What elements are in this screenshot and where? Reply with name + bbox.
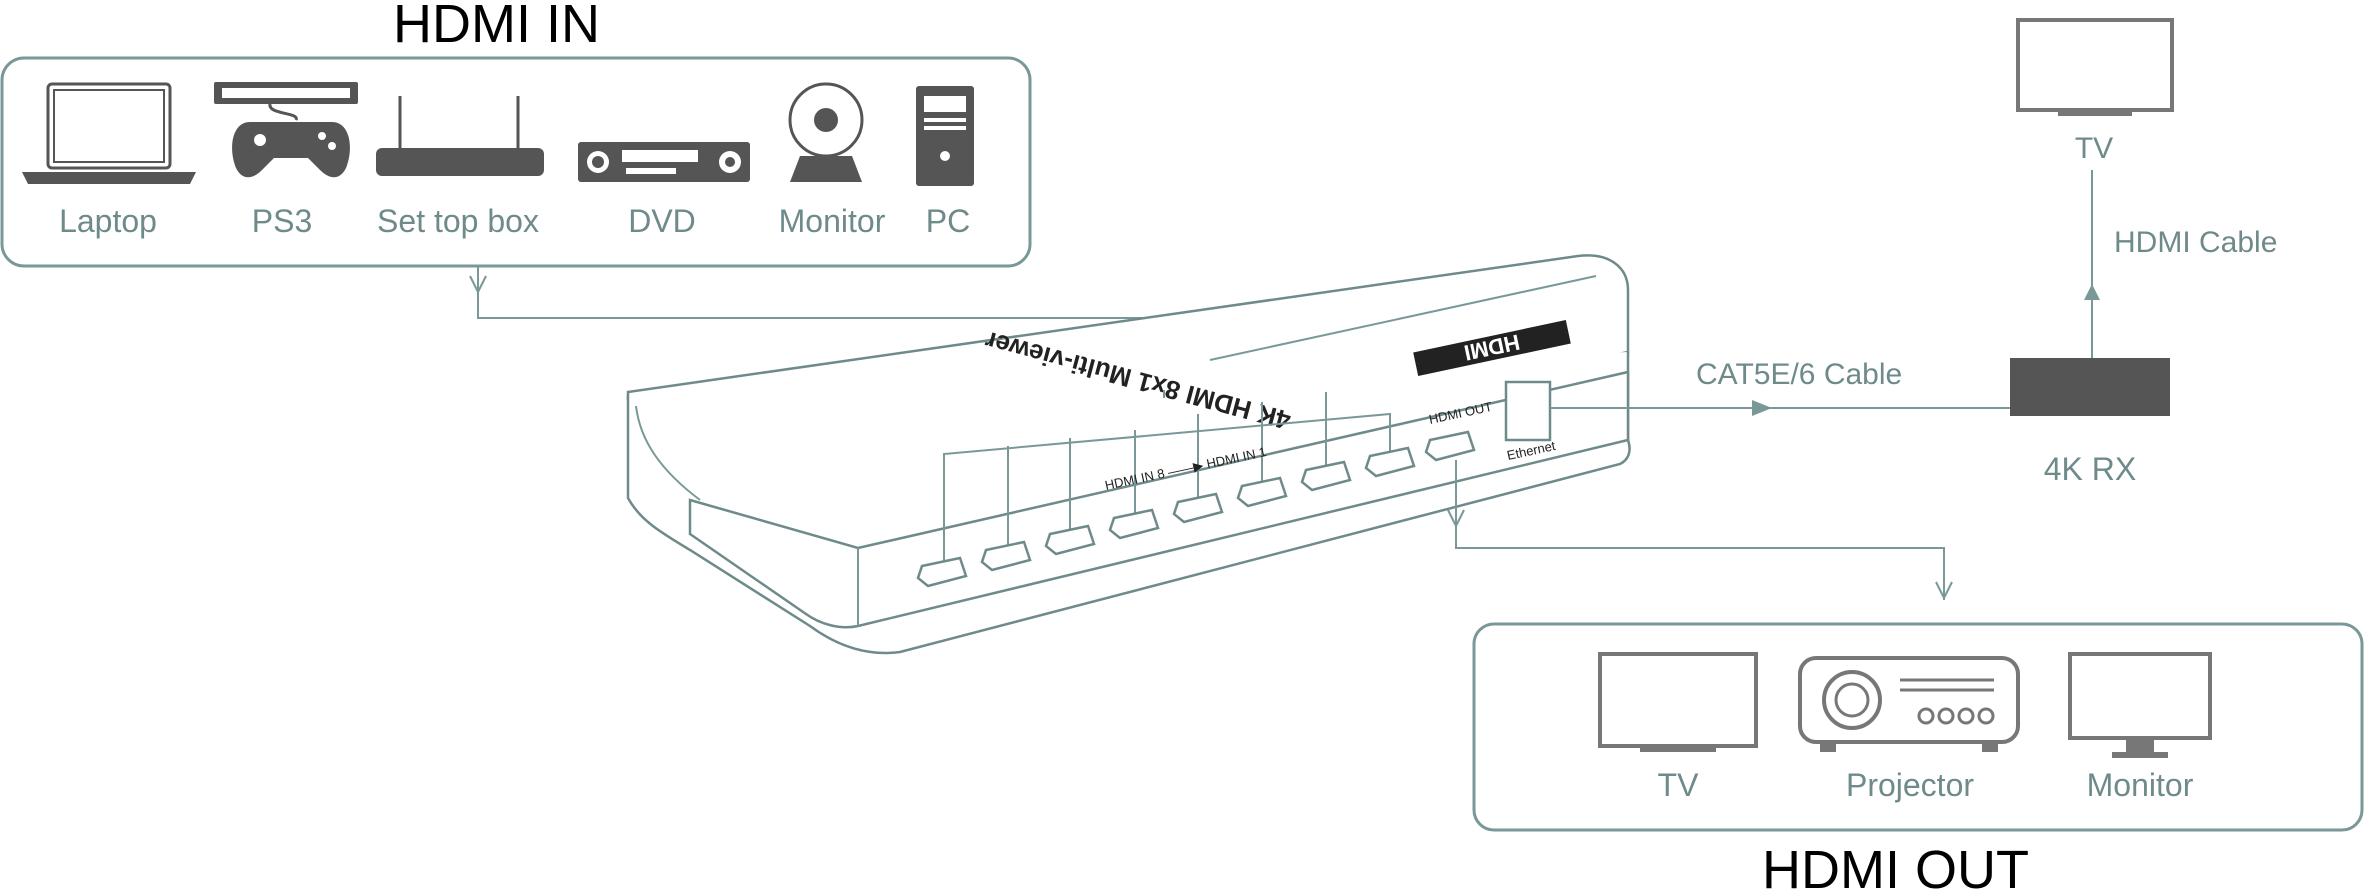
ethernet-port <box>1504 380 1552 442</box>
cat-cable-line <box>1550 400 2010 416</box>
output-label-tv: TV <box>1658 767 1700 803</box>
webcam-monitor-icon <box>788 82 864 182</box>
projector-icon <box>1798 656 2020 752</box>
hdmi-in-port-2 <box>1300 460 1352 492</box>
hdmi-in-title: HDMI IN <box>393 0 600 54</box>
output-connector-line <box>1447 460 1953 601</box>
pc-tower-icon <box>916 86 974 186</box>
hdmi-in-port-3 <box>1236 476 1288 508</box>
tv-icon <box>1598 652 1758 752</box>
source-label-pc: PC <box>926 203 970 239</box>
set-top-box-icon <box>376 96 544 176</box>
hdmi-in-port-4 <box>1172 492 1224 524</box>
hdmi-cable-label: HDMI Cable <box>2114 226 2277 259</box>
rx-receiver-label: 4K RX <box>2044 451 2136 487</box>
hdmi-out-title: HDMI OUT <box>1762 840 2029 894</box>
hdmi-cable-line <box>2084 170 2100 358</box>
hdmi-in-port-5 <box>1108 508 1160 540</box>
remote-tv-label: TV <box>2075 132 2113 165</box>
source-label-ps3: PS3 <box>252 203 312 239</box>
cat-cable-label: CAT5E/6 Cable <box>1696 358 1902 391</box>
dvd-player-icon <box>578 142 750 182</box>
input-port-tree <box>943 390 1391 574</box>
multi-viewer-device <box>626 254 1631 655</box>
rx-receiver-box <box>2010 358 2170 416</box>
hdmi-in-ports <box>916 446 1416 588</box>
source-label-laptop: Laptop <box>59 203 157 239</box>
monitor-icon <box>2068 652 2212 758</box>
source-label-monitor: Monitor <box>779 203 886 239</box>
hdmi-in-port-1 <box>1364 446 1416 478</box>
source-label-set-top-box: Set top box <box>377 203 539 239</box>
hdmi-in-port-7 <box>980 540 1032 572</box>
source-label-dvd: DVD <box>628 203 696 239</box>
hdmi-in-port-8 <box>916 556 968 588</box>
output-label-projector: Projector <box>1846 767 1974 803</box>
output-label-monitor: Monitor <box>2087 767 2194 803</box>
hdmi-in-port-6 <box>1044 524 1096 556</box>
hdmi-out-port <box>1424 430 1476 462</box>
laptop-icon <box>22 82 196 184</box>
gamepad-icon <box>214 82 358 178</box>
remote-tv-icon <box>2016 18 2174 116</box>
